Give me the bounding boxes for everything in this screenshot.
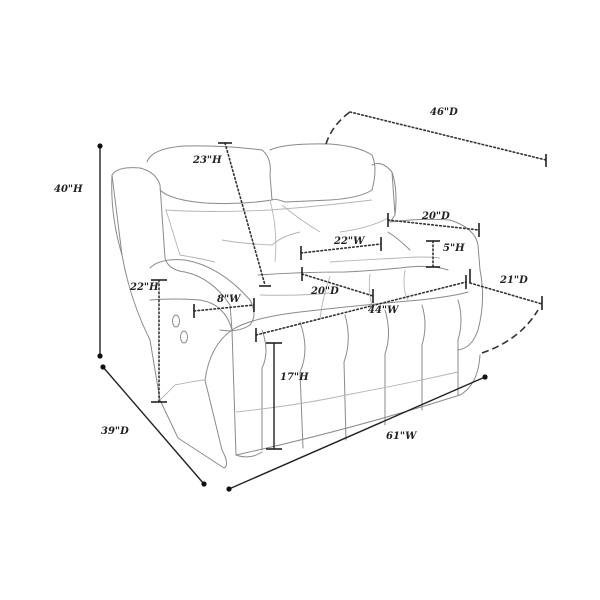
seat-width-label: 22"W: [333, 236, 366, 247]
footrest-depth-line: [469, 282, 543, 305]
overall-depth-label: 39"D: [101, 426, 129, 437]
cushion-height-label: 5"H: [443, 243, 465, 254]
overall-height-label: 40"H: [54, 184, 83, 195]
reclined-depth-label: 46"D: [430, 107, 458, 118]
seat-depth-top-line: [387, 219, 480, 231]
inner-width-label: 44"W: [368, 305, 400, 316]
overall-width-line: [228, 376, 486, 490]
arm-height-label: 22"H: [129, 282, 159, 293]
overall-depth-line: [102, 366, 205, 485]
back-height-line: [224, 142, 266, 286]
dimension-labels: 40"H 39"D 61"W 46"D 23"H 22"W 20"D 5"H 2…: [54, 107, 533, 442]
reclined-footrest-arc: [481, 309, 539, 354]
seat-depth-line: [301, 273, 374, 297]
seat-height-label: 17"H: [280, 372, 309, 383]
seat-depth-top-label: 20"D: [421, 211, 450, 222]
overall-width-label: 61"W: [386, 431, 418, 442]
dimension-lines: [97, 111, 547, 492]
seat-depth-label: 20"D: [310, 286, 339, 297]
seat-width-line: [300, 243, 382, 254]
back-height-label: 23"H: [192, 155, 222, 166]
arm-width-line: [193, 304, 255, 312]
reclined-back-arc: [325, 111, 351, 145]
footrest-depth-label: 21"D: [499, 275, 528, 286]
arm-width-label: 8"W: [217, 294, 242, 305]
inner-width-line: [255, 281, 467, 336]
loveseat-drawing: [111, 143, 484, 469]
reclined-depth-line: [349, 111, 547, 161]
